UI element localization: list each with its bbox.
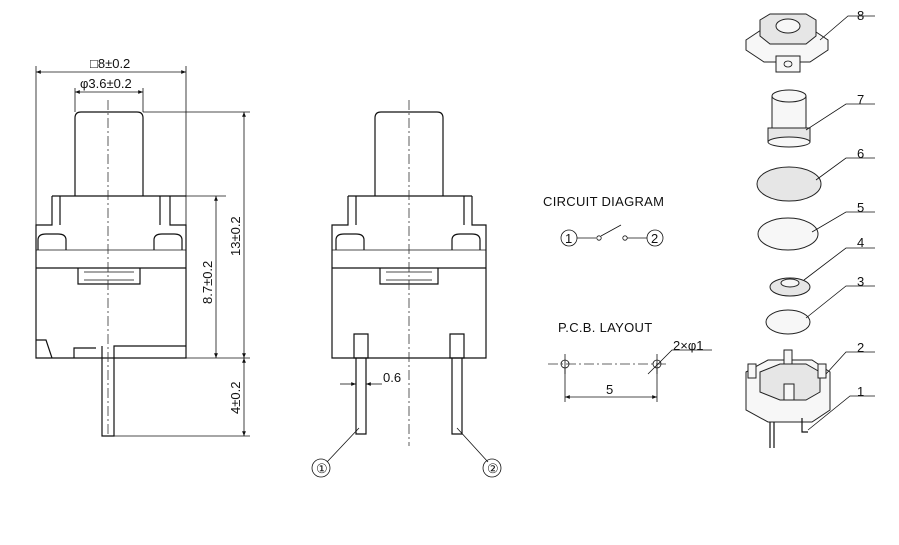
part-6-disc <box>756 166 822 202</box>
part-8-cover <box>745 13 829 73</box>
front-view <box>35 66 250 437</box>
exploded-view <box>745 13 875 448</box>
dim-pin-length: 4±0.2 <box>228 382 243 414</box>
circuit-terminal-2: 2 <box>651 231 658 246</box>
part-label-4: 4 <box>857 235 864 250</box>
part-label-3: 3 <box>857 274 864 289</box>
part-7-stem <box>767 89 811 148</box>
pin2-balloon <box>482 458 502 478</box>
part-label-7: 7 <box>857 92 864 107</box>
dim-body-height: 8.7±0.2 <box>200 261 215 304</box>
side-view <box>326 100 489 463</box>
part-label-2: 2 <box>857 340 864 355</box>
pcb-hole-spec: 2×φ1 <box>673 338 703 353</box>
part-5-disc <box>757 217 819 251</box>
pin2-label: ② <box>487 461 499 476</box>
dim-stem-diameter: φ3.6±0.2 <box>80 76 132 91</box>
part-label-6: 6 <box>857 146 864 161</box>
pcb-layout <box>548 349 712 402</box>
dim-total-height: 13±0.2 <box>228 216 243 256</box>
circuit-terminal-1: 1 <box>565 231 572 246</box>
pcb-pitch: 5 <box>606 382 613 397</box>
part-2-base <box>745 349 831 448</box>
circuit-title: CIRCUIT DIAGRAM <box>543 194 664 209</box>
pin1-label: ① <box>316 461 328 476</box>
part-3-dome <box>765 309 811 335</box>
dim-pin-width: 0.6 <box>383 370 401 385</box>
circuit-symbol <box>560 224 664 247</box>
part-label-1: 1 <box>857 384 864 399</box>
dim-body-square: □8±0.2 <box>90 56 130 71</box>
pin1-balloon <box>311 458 331 478</box>
part-label-5: 5 <box>857 200 864 215</box>
part-4-actuator <box>769 277 811 297</box>
pcb-title: P.C.B. LAYOUT <box>558 320 652 335</box>
part-label-8: 8 <box>857 8 864 23</box>
